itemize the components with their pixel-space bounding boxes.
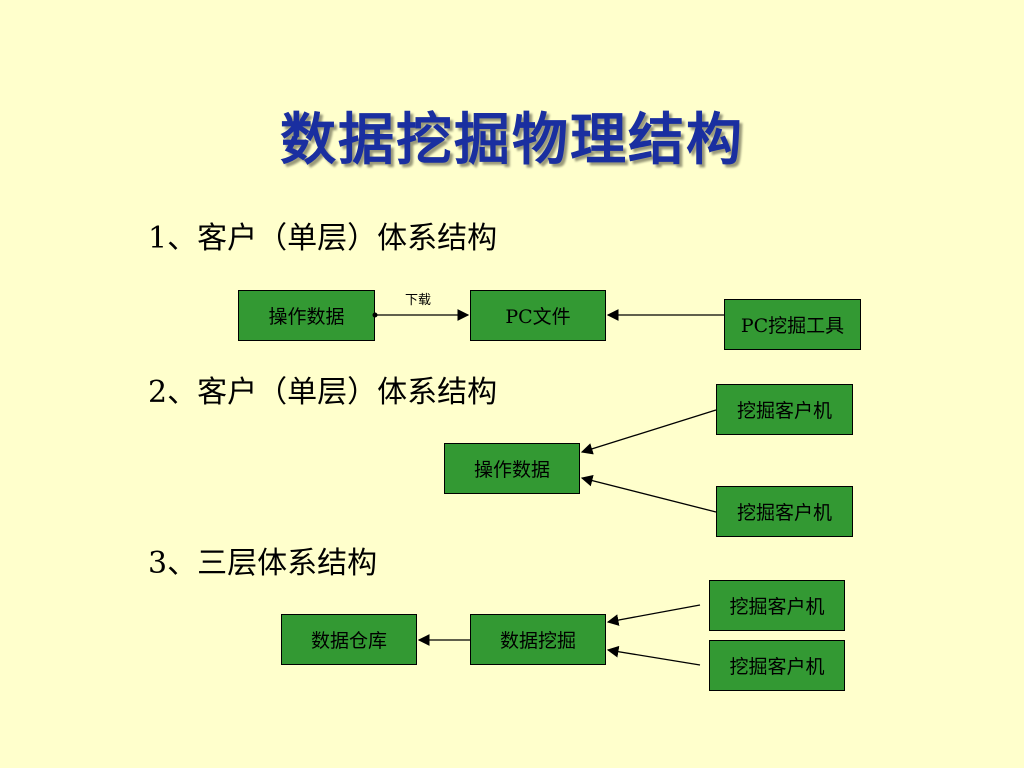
s1-operational-data-box: 操作数据: [238, 290, 375, 341]
s3-data-mining-box: 数据挖掘: [470, 614, 606, 665]
s3-mining-client-top-box: 挖掘客户机: [709, 580, 845, 631]
s1-pc-mining-tool-box: PC挖掘工具: [724, 299, 861, 350]
s3-top-client-arrow: [606, 604, 701, 626]
s3-data-warehouse-box: 数据仓库: [281, 614, 417, 665]
s2-mining-client-top-box: 挖掘客户机: [716, 384, 853, 435]
s2-top-client-arrow: [580, 409, 717, 455]
slide-title: 数据挖掘物理结构: [280, 107, 744, 173]
s1-download-label: 下载: [405, 293, 432, 308]
s2-bottom-client-arrow: [580, 474, 717, 513]
s2-mining-client-bottom-box: 挖掘客户机: [716, 486, 853, 537]
s2-operational-data-box: 操作数据: [444, 443, 580, 494]
section-3-heading: 3、三层体系结构: [148, 546, 378, 581]
section-1-heading: 1、客户（单层）体系结构: [148, 221, 498, 256]
s3-mining-client-bottom-box: 挖掘客户机: [709, 640, 845, 691]
s1-pc-file-box: PC文件: [470, 290, 606, 341]
section-2-heading: 2、客户（单层）体系结构: [148, 375, 498, 410]
s3-bottom-client-arrow: [606, 645, 701, 666]
